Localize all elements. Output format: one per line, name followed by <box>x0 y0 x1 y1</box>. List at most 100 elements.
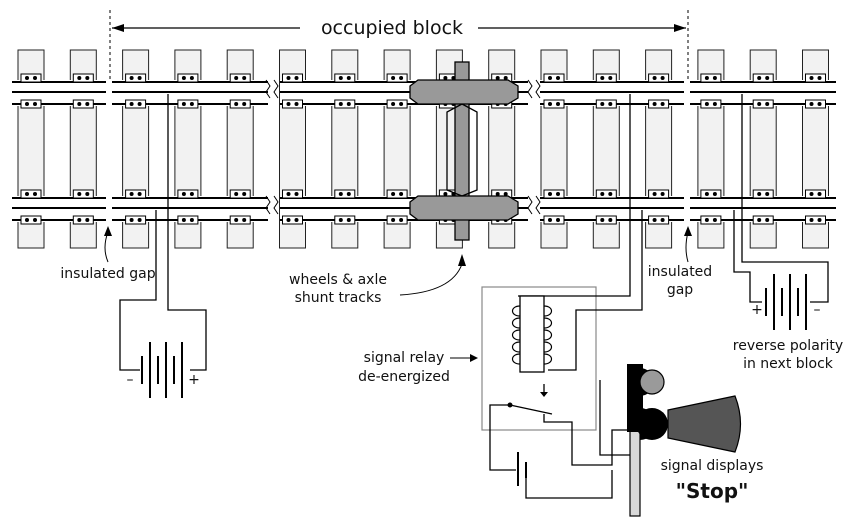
contact-arrow-icon <box>540 392 548 397</box>
spike-icon <box>652 218 657 222</box>
spike-icon <box>286 192 291 196</box>
wheels-axle-label-line2: shunt tracks <box>295 290 382 306</box>
signal-light-beam <box>667 395 742 453</box>
spike-icon <box>391 192 396 196</box>
spike-icon <box>809 102 814 106</box>
spike-icon <box>652 76 657 80</box>
spike-icon <box>338 192 343 196</box>
battery-left-minus: – <box>127 372 134 388</box>
spike-icon <box>242 76 247 80</box>
tie-plate <box>72 73 94 83</box>
spike-icon <box>608 192 613 196</box>
tie-plate <box>177 215 199 225</box>
tie-plate <box>282 189 303 199</box>
spike-icon <box>600 192 605 196</box>
signal-stop-label: "Stop" <box>676 479 749 503</box>
spike-icon <box>33 218 37 222</box>
tie-plate <box>648 99 670 109</box>
tie-plate <box>72 215 94 225</box>
spike-icon <box>346 102 351 106</box>
signal-relay-label-line1: signal relay <box>364 350 445 366</box>
tie-plate <box>595 215 617 225</box>
tie-plate <box>229 99 251 109</box>
tie-plate <box>386 215 408 225</box>
tie-plate <box>543 189 565 199</box>
spike-icon <box>704 192 709 196</box>
spike-icon <box>608 102 613 106</box>
spike-icon <box>346 192 351 196</box>
spike-icon <box>189 192 194 196</box>
annotation-arrows <box>104 226 692 362</box>
signal-relay <box>481 94 643 499</box>
tie-plate <box>752 215 774 225</box>
spike-icon <box>129 218 134 222</box>
tie-plate <box>543 73 565 83</box>
tie-plate <box>282 215 303 225</box>
spike-icon <box>77 102 82 106</box>
spike-icon <box>294 76 299 80</box>
insulated-gap-right-label-line2: gap <box>667 282 693 298</box>
arrowhead-right-icon <box>674 24 686 32</box>
spike-icon <box>809 218 814 222</box>
spike-icon <box>77 192 82 196</box>
spike-icon <box>137 192 142 196</box>
spike-icon <box>608 218 613 222</box>
tie-plate <box>543 215 565 225</box>
spike-icon <box>25 102 29 106</box>
tie-plate <box>20 189 42 199</box>
tie-plate <box>229 215 251 225</box>
battery-right-minus: – <box>814 302 821 318</box>
tie-plate <box>700 215 722 225</box>
tie-plate <box>177 99 199 109</box>
spike-icon <box>137 102 142 106</box>
spike-icon <box>712 76 717 80</box>
battery-right-plus: + <box>751 302 763 318</box>
reverse-polarity-label-line2: in next block <box>743 356 834 372</box>
tie-plate <box>386 99 408 109</box>
signal-displays-label: signal displays <box>661 458 764 474</box>
spike-icon <box>137 218 142 222</box>
spike-icon <box>85 76 90 80</box>
spike-icon <box>817 218 822 222</box>
spike-icon <box>25 218 29 222</box>
spike-icon <box>660 76 665 80</box>
right-battery-circuit: + – <box>733 94 829 330</box>
spike-icon <box>399 102 404 106</box>
tie-plate <box>595 99 617 109</box>
spike-icon <box>234 76 239 80</box>
spike-icon <box>391 102 396 106</box>
tie-plate <box>177 73 199 83</box>
tie-plate <box>648 215 670 225</box>
tie-plate <box>334 99 356 109</box>
tie-plate <box>177 189 199 199</box>
spike-icon <box>660 218 665 222</box>
spike-icon <box>338 76 343 80</box>
spike-icon <box>25 76 29 80</box>
rail-break-marks <box>265 79 541 215</box>
spike-icon <box>85 192 90 196</box>
tie-plate <box>125 215 147 225</box>
spike-icon <box>757 102 762 106</box>
relay-armature <box>509 404 553 415</box>
tie-plate <box>648 73 670 83</box>
spike-icon <box>242 102 247 106</box>
spike-icon <box>600 102 605 106</box>
tie-plate <box>20 99 42 109</box>
spike-icon <box>556 76 560 80</box>
tie-plate <box>334 73 356 83</box>
battery-left-plus: + <box>188 372 200 388</box>
spike-icon <box>600 76 605 80</box>
reverse-polarity-label-line1: reverse polarity <box>733 338 843 354</box>
spike-icon <box>189 76 194 80</box>
wheel-top <box>409 79 519 105</box>
tie-plate <box>386 73 408 83</box>
spike-icon <box>77 76 82 80</box>
spike-icon <box>765 76 770 80</box>
spike-icon <box>189 102 194 106</box>
signal-lamp-unlit-icon <box>639 369 665 395</box>
signal-head <box>627 364 742 517</box>
spike-icon <box>712 218 717 222</box>
spike-icon <box>85 102 90 106</box>
spike-icon <box>765 102 770 106</box>
spike-icon <box>399 218 404 222</box>
